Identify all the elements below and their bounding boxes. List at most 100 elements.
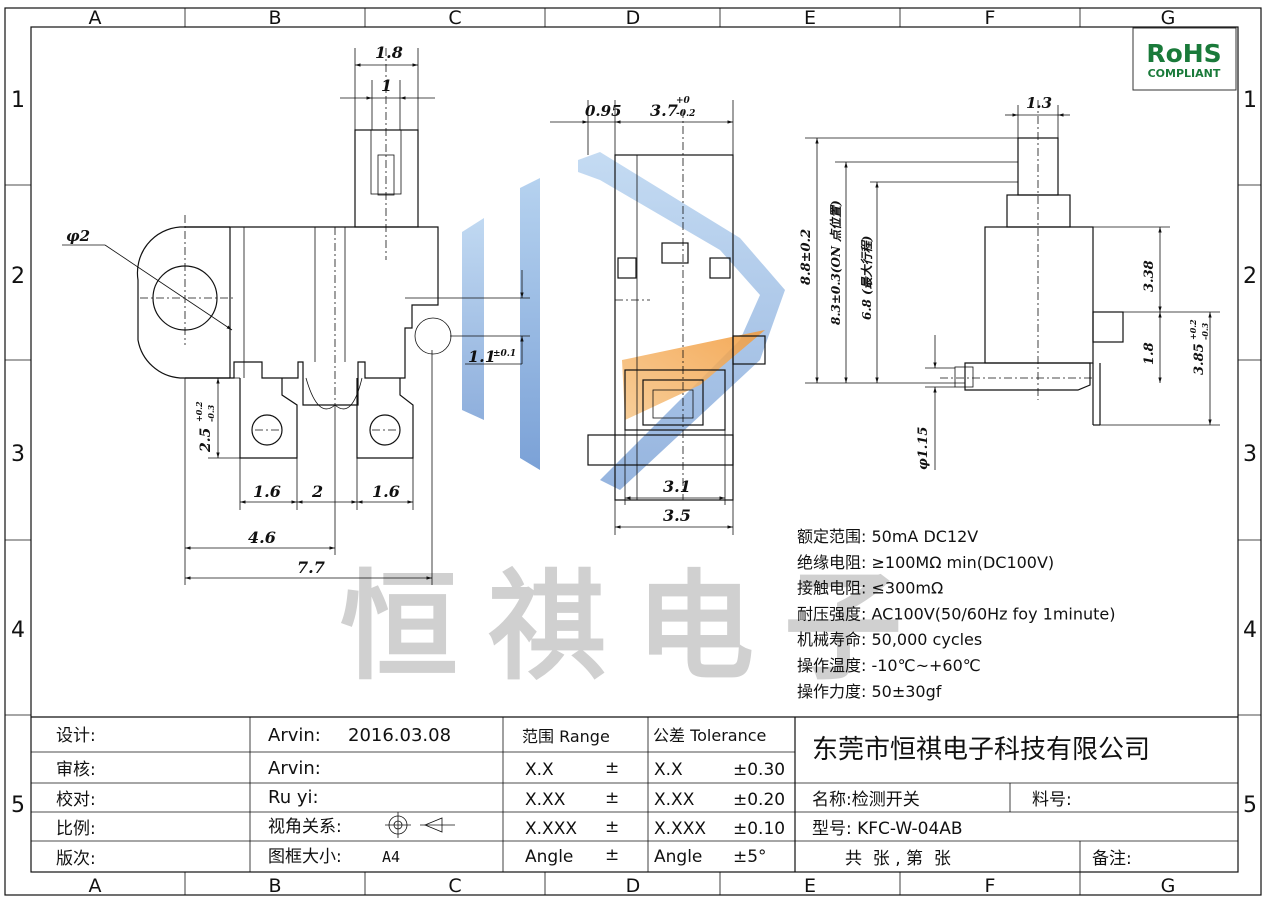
row-label-right: 2: [1243, 264, 1257, 289]
range-value: Angle: [525, 847, 573, 867]
watermark-logo: [462, 152, 785, 490]
design-label: 设计:: [56, 726, 96, 746]
dim-2-5: 2.5: [198, 428, 214, 453]
dim-2-5-tol-up: +0.2: [194, 401, 204, 422]
dim-3-7: 3.7: [650, 101, 678, 120]
design-date: 2016.03.08: [348, 725, 451, 746]
row-label-right: 3: [1243, 442, 1257, 467]
spec-line: 额定范围: 50mA DC12V: [797, 527, 978, 546]
range-value: X.X: [525, 760, 554, 780]
column-label-bottom: G: [1161, 875, 1176, 897]
dim-6-8: 6.8 (最大行程): [860, 236, 874, 320]
spec-line: 机械寿命: 50,000 cycles: [797, 630, 982, 649]
range-plus-minus: ±: [605, 758, 619, 778]
rohs-text: RoHS: [1146, 39, 1221, 68]
side-view: [550, 100, 766, 535]
dim-1-6-right: 1.6: [372, 482, 400, 501]
frame-size-label: 图框大小:: [268, 847, 342, 867]
column-label-top: A: [89, 7, 102, 29]
dim-1-8-side: 1.8: [1142, 342, 1157, 365]
dim-phi2: φ2: [66, 227, 90, 245]
tolerance-value: ±0.20: [733, 790, 785, 810]
column-label-bottom: E: [804, 875, 816, 897]
dim-3-7-tol-low: -0.2: [676, 109, 695, 119]
range-header: 范围 Range: [522, 727, 610, 746]
row-label-right: 1: [1243, 88, 1257, 113]
tolerance-table: X.X ± X.X ±0.30X.XX ± X.XX ±0.20X.XXX ± X.XXX ±0.…: [525, 758, 785, 867]
front-view: [62, 48, 530, 585]
column-label-top: B: [268, 7, 281, 29]
dim-3-7-tol-up: +0: [676, 96, 691, 106]
drawing-frame: [4, 7, 1262, 896]
model-number: 型号: KFC-W-04AB: [812, 819, 963, 839]
proof-label: 校对:: [56, 790, 96, 810]
row-label-left: 2: [11, 264, 25, 289]
dim-1-3: 1.3: [1026, 94, 1052, 112]
range-plus-minus: ±: [605, 788, 619, 808]
row-label-left: 1: [11, 88, 25, 113]
check-label: 审核:: [56, 760, 96, 780]
column-label-bottom: A: [89, 875, 102, 897]
tolerance-value: ±5°: [733, 847, 767, 867]
row-label-left: 5: [11, 793, 25, 818]
dim-3-38: 3.38: [1142, 260, 1157, 292]
range-value: X.XXX: [525, 819, 577, 839]
checker-name: Arvin:: [268, 758, 321, 779]
row-label-right: 4: [1243, 618, 1257, 643]
dim-3-85-tol-low: -0.3: [1200, 322, 1210, 340]
dim-1-1: 1.1: [468, 347, 496, 366]
dim-3-85-tol-up: +0.2: [1188, 319, 1198, 340]
range-plus-minus: ±: [605, 817, 619, 837]
dim-8-3: 8.3±0.3(ON 点位置): [829, 200, 843, 325]
column-label-top: E: [804, 7, 816, 29]
dim-4-6: 4.6: [248, 528, 276, 547]
material-number-label: 料号:: [1032, 790, 1072, 810]
spec-line: 操作力度: 50±30gf: [797, 682, 942, 701]
tolerance-key: X.XXX: [654, 819, 706, 839]
title-block: [31, 716, 1238, 872]
scale-label: 比例:: [56, 819, 96, 839]
watermark-text: 恒祺电子: [340, 558, 932, 696]
designer-name: Arvin:: [268, 725, 321, 746]
company-name: 东莞市恒祺电子科技有限公司: [812, 735, 1150, 765]
dim-7-7: 7.7: [297, 558, 325, 577]
range-plus-minus: ±: [605, 845, 619, 865]
spec-line: 操作温度: -10℃~+60℃: [797, 656, 981, 675]
column-label-top: C: [448, 7, 461, 29]
column-label-bottom: F: [985, 875, 996, 897]
dim-3-85: 3.85: [1192, 343, 1207, 375]
row-label-right: 5: [1243, 793, 1257, 818]
part-name: 名称:检测开关: [812, 790, 920, 810]
dim-1-8: 1.8: [375, 43, 403, 62]
spec-list: 额定范围: 50mA DC12V 绝缘电阻: ≥100MΩ min(DC100V)…: [797, 527, 1116, 701]
dim-3-5: 3.5: [663, 506, 691, 525]
tolerance-key: X.XX: [654, 790, 695, 810]
dim-1-6-left: 1.6: [253, 482, 281, 501]
tolerance-value: ±0.30: [733, 760, 785, 780]
column-label-top: G: [1161, 7, 1176, 29]
dim-2-5-tol-low: -0.3: [206, 404, 216, 422]
frame-size-value: A4: [382, 848, 400, 866]
spec-line: 绝缘电阻: ≥100MΩ min(DC100V): [797, 553, 1054, 572]
tolerance-key: X.X: [654, 760, 683, 780]
dim-8-8: 8.8±0.2: [799, 229, 814, 285]
column-label-bottom: D: [626, 875, 641, 897]
dim-0-95: 0.95: [585, 102, 622, 120]
column-label-bottom: B: [268, 875, 281, 897]
dim-3-1: 3.1: [663, 477, 691, 496]
dim-1: 1: [381, 76, 392, 95]
spec-line: 接触电阻: ≤300mΩ: [797, 579, 943, 598]
column-label-top: F: [985, 7, 996, 29]
row-label-left: 4: [11, 618, 25, 643]
tolerance-value: ±0.10: [733, 819, 785, 839]
tolerance-key: Angle: [654, 847, 702, 867]
range-value: X.XX: [525, 790, 566, 810]
spec-line: 耐压强度: AC100V(50/60Hz foy 1minute): [797, 604, 1116, 623]
dim-1-1-tol: ±0.1: [493, 349, 516, 359]
tolerance-header: 公差 Tolerance: [653, 726, 766, 745]
sheet-count: 共 张 , 第 张: [845, 849, 951, 869]
dim-phi-1-15: φ1.15: [916, 427, 931, 470]
dim-2: 2: [311, 482, 323, 501]
